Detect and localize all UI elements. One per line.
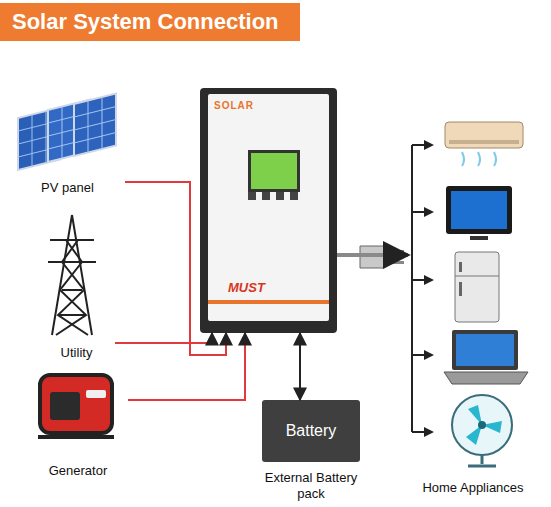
lcd-screen <box>248 150 300 192</box>
node-label: PV panel <box>4 180 131 195</box>
air-conditioner-art <box>445 122 523 166</box>
power-cable <box>337 253 408 257</box>
inverter-box: SOLAR MUST <box>200 88 337 333</box>
pv-panel-node: PV panel <box>10 90 125 195</box>
power-line <box>115 333 212 343</box>
laptop-art <box>444 330 528 384</box>
fan-art <box>452 395 512 466</box>
node-label: Home Appliances <box>402 480 544 495</box>
inverter-face <box>208 94 329 321</box>
appliances-group: Home Appliances <box>408 115 538 495</box>
power-line <box>125 182 226 355</box>
key-pad <box>248 192 300 200</box>
appliance-bus <box>412 140 434 437</box>
node-label: Generator <box>22 463 134 478</box>
node-label: SOLAR <box>214 100 254 111</box>
node-label: Utility <box>32 345 121 360</box>
fridge-art <box>455 252 499 322</box>
tv-art <box>446 186 512 240</box>
power-line <box>299 333 301 400</box>
node-caption: External Battery pack <box>250 470 372 502</box>
power-line <box>128 333 245 400</box>
pv-panel-art <box>18 94 116 170</box>
title-banner: Solar System Connection <box>0 3 300 41</box>
orange-stripe <box>208 300 329 304</box>
generator-art <box>38 375 114 437</box>
battery-box: BatteryExternal Battery pack <box>262 400 360 462</box>
utility-node: Utility <box>38 210 115 360</box>
node-label: Battery <box>262 400 360 462</box>
node-caption: MUST <box>228 280 265 295</box>
utility-tower-art <box>48 215 96 335</box>
generator-node: Generator <box>28 370 128 478</box>
